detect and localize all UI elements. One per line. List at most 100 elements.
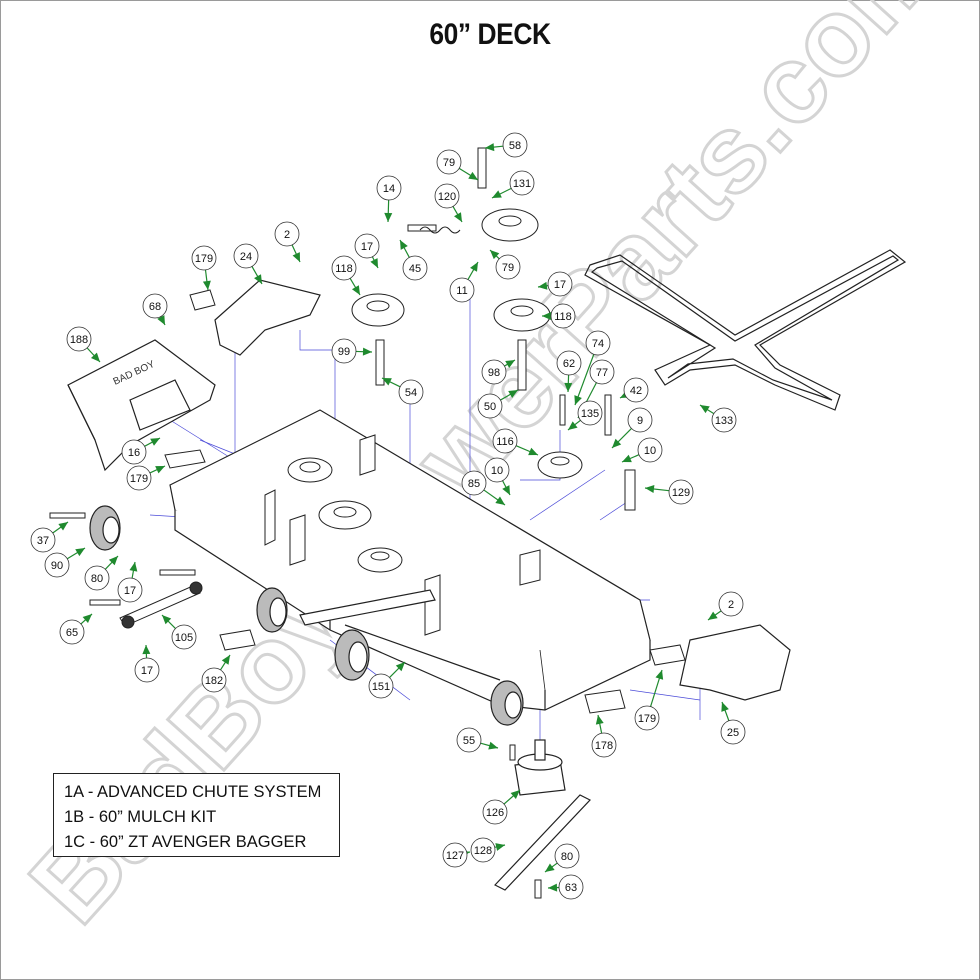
callout-arrowhead xyxy=(384,212,393,222)
callout-number: 116 xyxy=(496,436,514,448)
callout-9: 9 xyxy=(611,407,653,449)
idler-pulley-116 xyxy=(537,451,583,479)
callout-arrowhead xyxy=(382,378,392,386)
callout-number: 42 xyxy=(630,385,642,397)
callout-127: 127 xyxy=(442,842,471,868)
callout-number: 55 xyxy=(463,735,475,747)
callout-bubble xyxy=(398,379,424,405)
spindle-assembly xyxy=(514,739,566,796)
callout-bubble xyxy=(720,719,746,745)
callout-arrowhead xyxy=(157,315,165,325)
callout-number: 74 xyxy=(592,338,604,350)
callout-17: 17 xyxy=(537,271,573,297)
callout-number: 133 xyxy=(715,415,733,427)
callout-arrowhead xyxy=(395,662,405,672)
callout-arrowhead xyxy=(708,611,718,620)
callout-number: 65 xyxy=(66,627,78,639)
front-axle xyxy=(299,589,501,681)
callout-98: 98 xyxy=(481,359,516,385)
discharge-shield: BAD BOY xyxy=(67,339,216,472)
callout-number: 10 xyxy=(491,465,503,477)
callout-bubble xyxy=(668,479,694,505)
callout-number: 105 xyxy=(175,632,193,644)
callout-arrowhead xyxy=(595,715,604,725)
callout-number: 24 xyxy=(240,251,252,263)
callout-number: 16 xyxy=(128,447,140,459)
callout-arrowhead xyxy=(90,352,100,362)
callout-65: 65 xyxy=(59,613,93,645)
deck-pulley-right xyxy=(357,547,403,573)
page-title: 60” DECK xyxy=(429,18,551,51)
callout-number: 179 xyxy=(130,473,148,485)
callout-arrowhead xyxy=(351,285,360,295)
callout-number: 118 xyxy=(554,311,572,323)
callout-10: 10 xyxy=(621,437,663,463)
callout-number: 179 xyxy=(638,713,656,725)
callout-number: 151 xyxy=(372,681,390,693)
callout-bubble xyxy=(718,591,744,617)
callout-bubble xyxy=(59,619,85,645)
top-cover xyxy=(214,279,321,356)
callout-129: 129 xyxy=(644,479,694,505)
callout-bubble xyxy=(376,175,402,201)
callout-85: 85 xyxy=(461,470,506,506)
spring xyxy=(419,226,461,234)
callout-arrowhead xyxy=(58,522,68,531)
callout-number: 62 xyxy=(563,358,575,370)
callout-bubble xyxy=(126,465,152,491)
callout-number: 182 xyxy=(205,675,223,687)
callout-arrowhead xyxy=(622,454,632,463)
callout-arrowhead xyxy=(505,360,515,368)
callout-178: 178 xyxy=(591,714,617,758)
callout-bubble xyxy=(589,359,615,385)
callout-number: 63 xyxy=(565,882,577,894)
callout-bubble xyxy=(233,243,259,269)
callout-arrowhead xyxy=(155,466,165,474)
callout-arrowhead xyxy=(612,438,622,448)
callout-number: 79 xyxy=(502,262,514,274)
callout-bubble xyxy=(495,254,521,280)
callout-arrowhead xyxy=(548,883,558,892)
callout-arrow xyxy=(574,354,595,406)
callout-bubble xyxy=(274,221,300,247)
callout-bubble xyxy=(44,552,70,578)
callout-bubble xyxy=(502,132,528,158)
callout-54: 54 xyxy=(381,377,424,405)
callout-17: 17 xyxy=(134,644,160,683)
callout-80: 80 xyxy=(84,555,119,591)
callout-arrowhead xyxy=(129,562,138,572)
callout-bubble xyxy=(456,727,482,753)
callout-arrowhead xyxy=(82,614,92,623)
callout-arrowhead xyxy=(492,190,502,198)
callout-128: 128 xyxy=(470,837,506,863)
callout-bubble xyxy=(354,233,380,259)
callout-bubble xyxy=(121,439,147,465)
callout-number: 45 xyxy=(409,263,421,275)
callout-bubble xyxy=(492,428,518,454)
callout-79: 79 xyxy=(489,249,521,280)
callout-number: 80 xyxy=(91,573,103,585)
callout-number: 118 xyxy=(335,263,353,275)
callout-number: 17 xyxy=(124,585,136,597)
callout-42: 42 xyxy=(619,377,649,403)
callout-number: 2 xyxy=(284,229,290,241)
callout-arrowhead xyxy=(490,250,500,260)
callout-99: 99 xyxy=(331,338,373,364)
callout-133: 133 xyxy=(699,404,737,433)
callout-number: 98 xyxy=(488,367,500,379)
callout-arrowhead xyxy=(495,496,505,505)
callout-arrowhead xyxy=(700,405,710,414)
callout-77: 77 xyxy=(577,359,615,419)
callout-arrowhead xyxy=(254,274,262,284)
callout-number: 17 xyxy=(141,665,153,677)
callout-68: 68 xyxy=(142,293,168,326)
callout-arrowhead xyxy=(542,312,551,320)
callout-arrowhead xyxy=(370,258,378,268)
callout-24: 24 xyxy=(233,243,263,285)
callout-arrowhead xyxy=(221,655,230,665)
callout-arrowhead xyxy=(502,485,510,495)
callout-number: 131 xyxy=(513,178,531,190)
callout-number: 178 xyxy=(595,740,613,752)
callout-number: 90 xyxy=(51,560,63,572)
callout-arrowhead xyxy=(470,262,478,272)
